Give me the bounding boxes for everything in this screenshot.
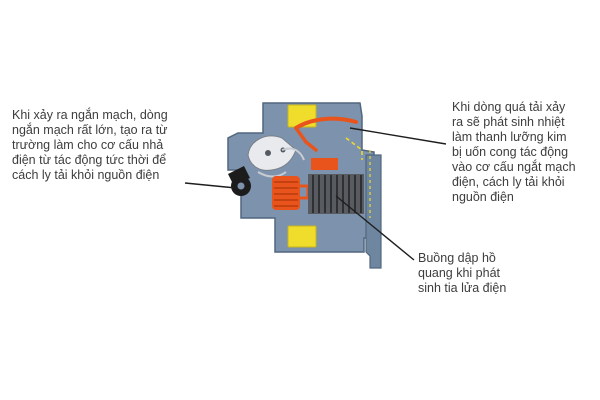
magnetic-coil	[272, 176, 310, 210]
spring-link-2	[257, 171, 287, 178]
callout-line: ngắn mạch rất lớn, tạo ra từ	[12, 123, 168, 137]
callout-arc-chamber: Buồng dập hồ quang khi phát sinh tia lửa…	[418, 251, 506, 296]
callout-line: bị uốn cong tác động	[452, 145, 569, 159]
toggle-knob-hole	[237, 182, 245, 190]
callout-overload: Khi dòng quá tải xảy ra sẽ phát sinh nhi…	[452, 100, 576, 205]
contact-block	[311, 158, 338, 170]
din-rail-clip	[365, 154, 382, 269]
callout-line: Buồng dập hồ	[418, 251, 496, 265]
callout-short-circuit: Khi xảy ra ngắn mạch, dòng ngắn mạch rất…	[12, 108, 168, 183]
callout-line: cách ly tải khỏi nguồn điện	[12, 168, 160, 182]
leader-line-short-circuit	[184, 182, 237, 189]
callout-line: sinh tia lửa điện	[418, 281, 507, 295]
callout-line: làm thanh lưỡng kim	[452, 130, 567, 144]
cam-pivot	[265, 150, 271, 156]
callout-line: Khi dòng quá tải xảy	[452, 100, 566, 114]
leader-line-arc-chamber	[335, 195, 415, 261]
bimetal-strip	[294, 116, 358, 130]
callout-line: Khi xảy ra ngắn mạch, dòng	[12, 108, 168, 122]
operating-cam	[247, 135, 297, 171]
callout-line: điện từ tác động tức thời để	[12, 153, 167, 167]
bottom-terminal	[287, 225, 317, 248]
leader-line-overload	[349, 127, 447, 145]
spring-link	[281, 147, 305, 161]
callout-line: ra sẽ phát sinh nhiệt	[452, 115, 565, 129]
callout-line: nguồn điện	[452, 190, 514, 204]
callout-line: điện, cách ly tải khỏi	[452, 175, 565, 189]
callout-line: vào cơ cấu ngắt mạch	[452, 160, 576, 174]
contact-arm	[294, 126, 318, 152]
callout-line: trường làm cho cơ cấu nhả	[12, 138, 164, 152]
callout-line: quang khi phát	[418, 266, 501, 280]
arc-chute	[308, 174, 364, 214]
